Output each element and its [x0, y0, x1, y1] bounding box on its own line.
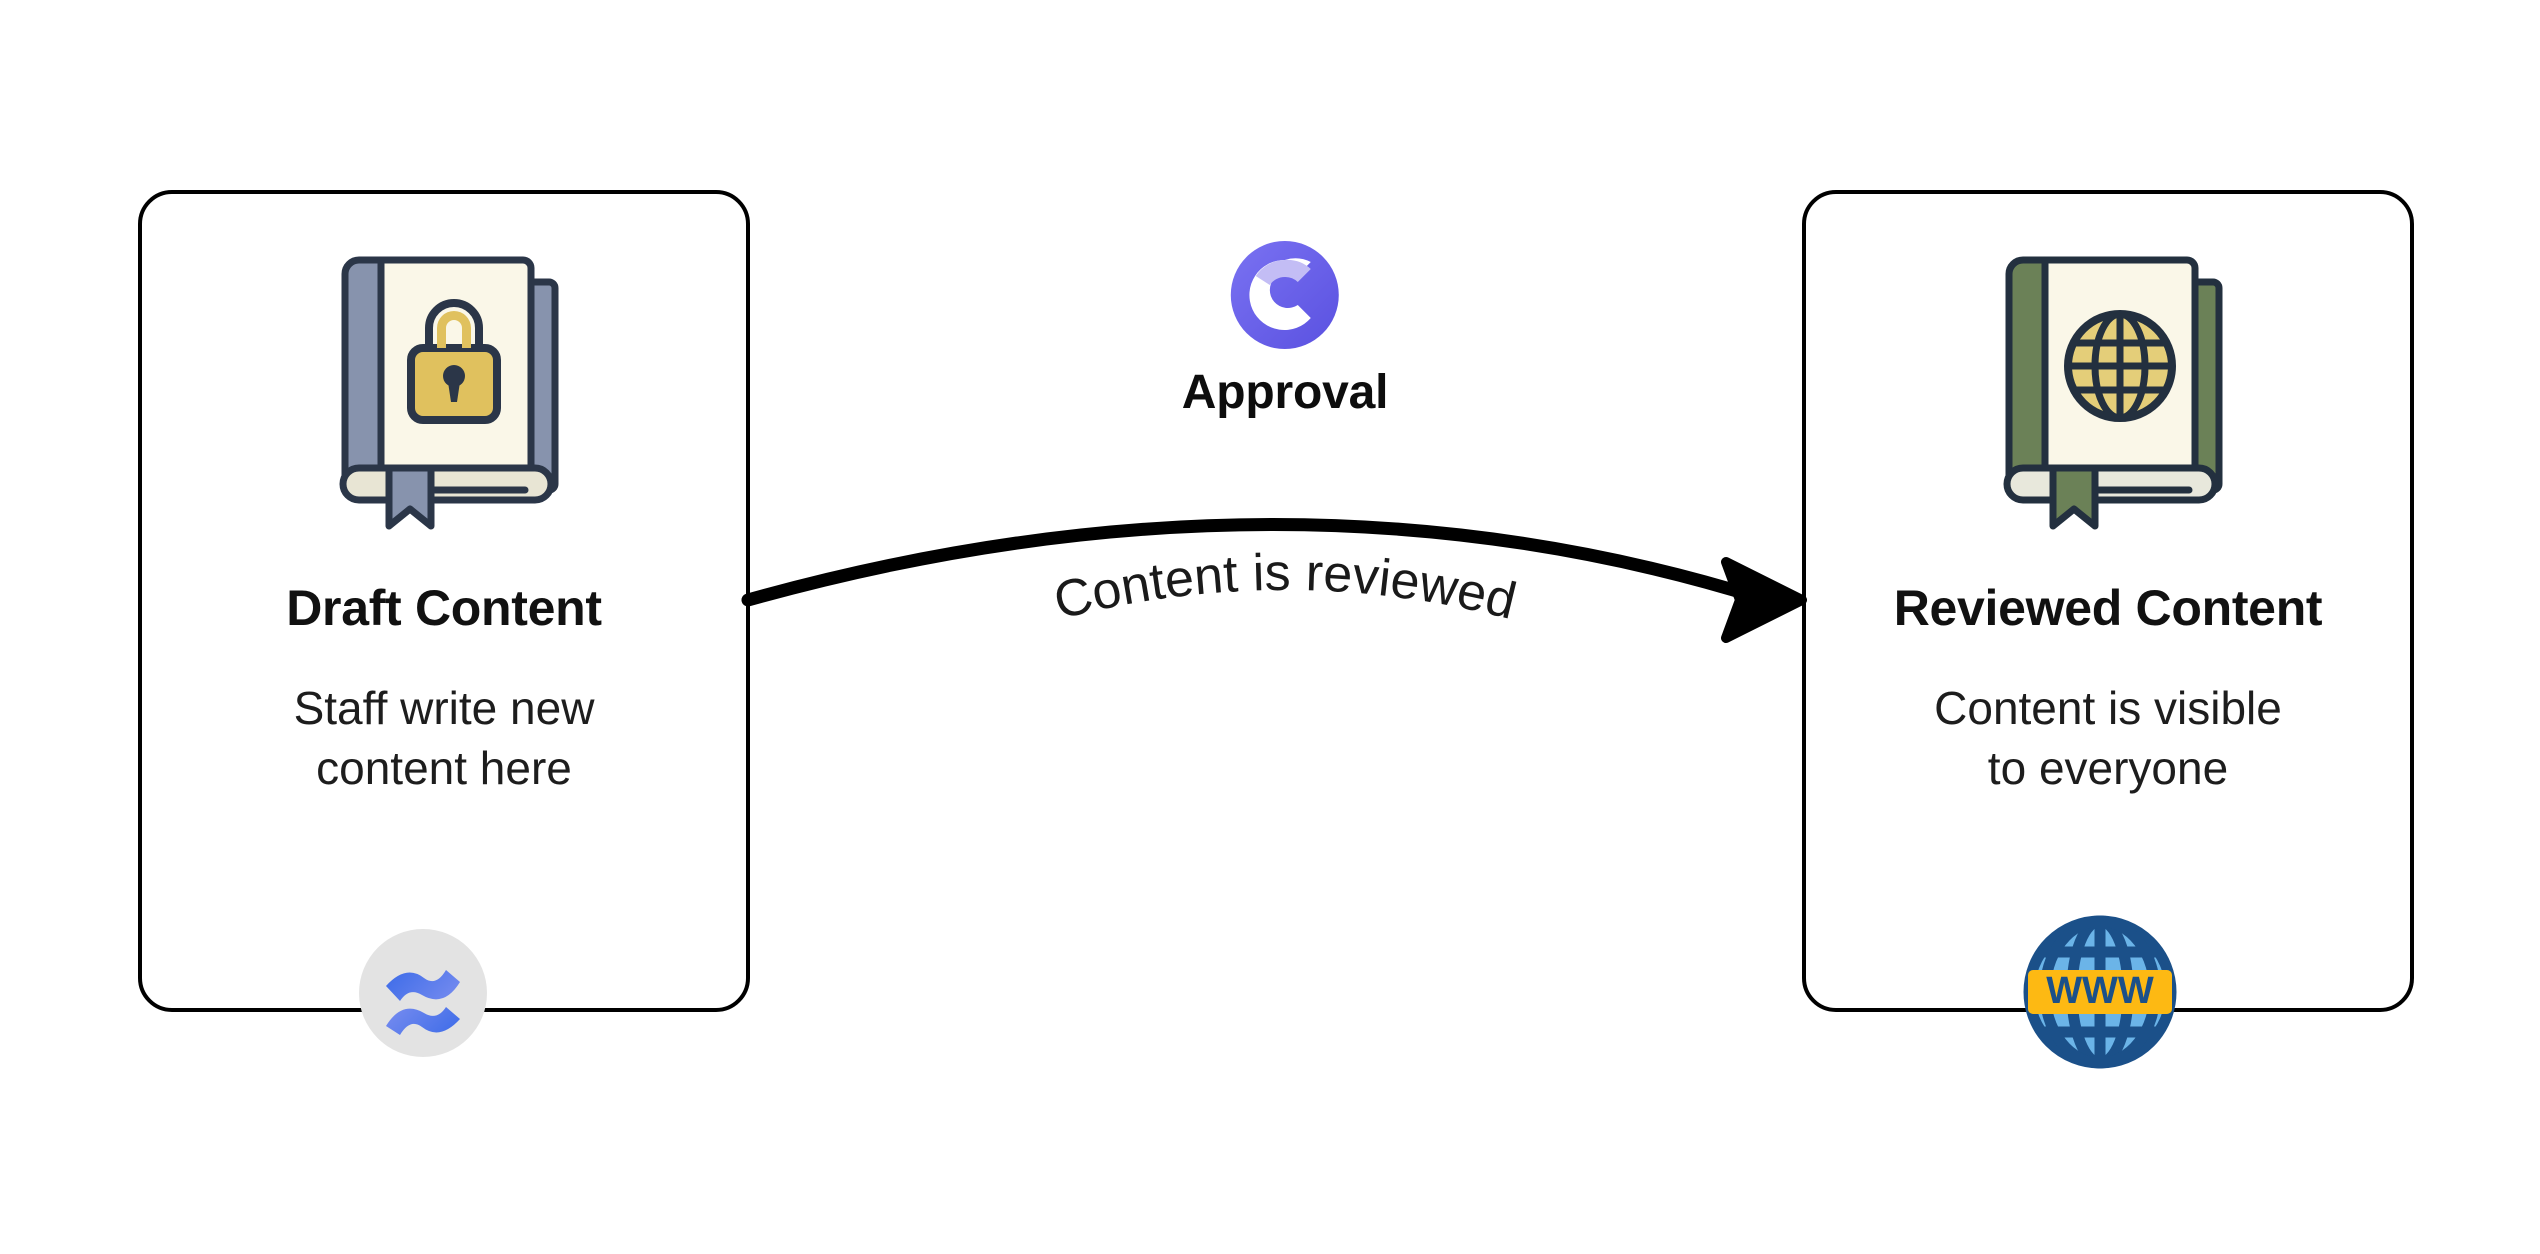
transition-label: Approval [1181, 366, 1389, 419]
closed-book-with-lock-icon [319, 236, 569, 541]
card-description-line-2: to everyone [1987, 741, 2229, 794]
card-description-line-1: Staff write new [293, 682, 595, 734]
card-description-reviewed: Content is visible to everyone [1806, 679, 2410, 799]
node-card-draft-content[interactable]: Draft Content Staff write new content he… [138, 190, 750, 1012]
card-title-draft: Draft Content [286, 580, 602, 636]
comala-approval-icon [1182, 240, 1388, 355]
transition-edge-label: Content is reviewed [1048, 544, 1521, 631]
card-description-draft: Staff write new content here [142, 679, 746, 799]
card-description-line-2: content here [316, 741, 572, 794]
confluence-logo-badge[interactable] [358, 928, 488, 1063]
transition-approval-group[interactable]: Approval [1182, 240, 1388, 420]
closed-book-with-globe-icon [1983, 236, 2233, 541]
www-banner-text: WWW [2046, 970, 2154, 1012]
www-globe-badge[interactable]: WWW [2020, 912, 2180, 1077]
transition-arrow-shaft [741, 518, 1767, 607]
transition-arrow-head [1721, 557, 1807, 643]
card-title-reviewed: Reviewed Content [1893, 580, 2323, 636]
node-card-reviewed-content[interactable]: Reviewed Content Content is visible to e… [1802, 190, 2414, 1012]
card-description-line-1: Content is visible [1934, 682, 2282, 734]
